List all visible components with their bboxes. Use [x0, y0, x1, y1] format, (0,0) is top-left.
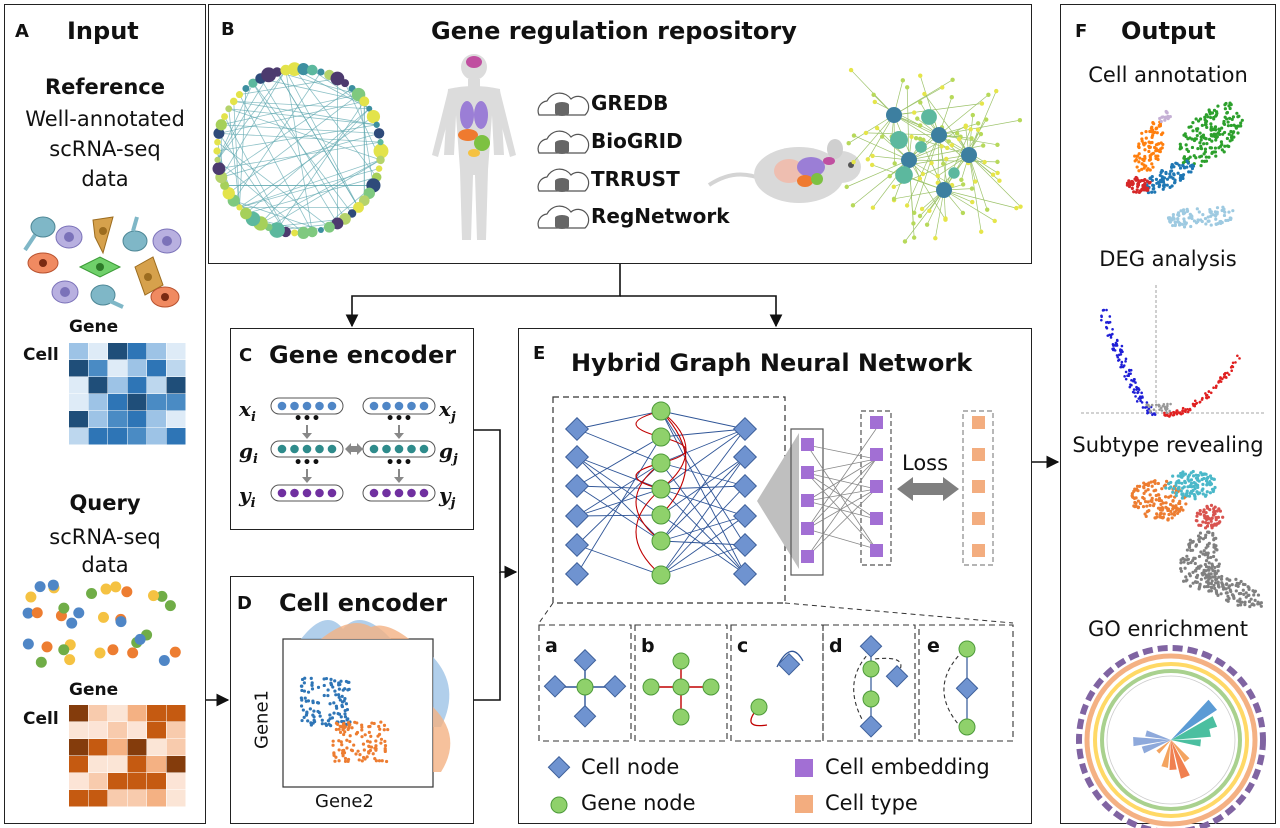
gene-encoder-diagram: ••• ••• ••• ••• — [270, 397, 436, 502]
query-title: Query — [69, 491, 141, 515]
panel-b-title: Gene regulation repository — [431, 17, 797, 45]
db-label-0: GREDB — [591, 91, 669, 115]
panel-f-label: F — [1075, 21, 1088, 42]
cell-label-ref: Cell — [23, 345, 59, 365]
query-desc-1: scRNA-seq — [49, 525, 161, 549]
panel-e-label: E — [533, 343, 546, 364]
legend-cell-type: Cell type — [825, 791, 918, 815]
mouse-icon — [707, 139, 861, 203]
db-label-3: RegNetwork — [591, 204, 730, 228]
y-axis-label: Gene1 — [251, 690, 273, 749]
legend-cell-node: Cell node — [581, 755, 680, 779]
panel-c-label: C — [239, 345, 253, 366]
panel-a-label: A — [15, 21, 29, 42]
panel-c-title: Gene encoder — [269, 341, 457, 369]
legend-cell-embedding: Cell embedding — [825, 755, 990, 779]
reference-heatmap — [69, 343, 186, 445]
label-x-j: xj — [439, 397, 456, 425]
human-body-icon — [432, 54, 516, 240]
database-icons — [537, 92, 590, 229]
output-plots — [1076, 101, 1266, 828]
reference-title: Reference — [44, 75, 166, 99]
sub-label-e: e — [927, 635, 940, 657]
panel-d-label: D — [237, 593, 252, 614]
label-g-i: gi — [239, 439, 258, 467]
gene-label-ref: Gene — [69, 317, 119, 337]
reference-desc-2: scRNA-seq — [49, 137, 161, 161]
x-axis-label: Gene2 — [315, 791, 374, 812]
loss-label: Loss — [902, 451, 949, 475]
cell-cartoons — [23, 216, 182, 309]
db-label-2: TRRUST — [591, 167, 680, 191]
query-heatmap — [69, 705, 186, 807]
svg-text:•••: ••• — [294, 411, 321, 427]
reference-cells-illustration — [23, 216, 182, 309]
svg-text:•••: ••• — [294, 455, 321, 471]
gene-label-query: Gene — [69, 680, 119, 700]
panel-gene-regulation: B Gene regulation repository GREDB BioGR… — [208, 4, 1032, 264]
panel-gene-encoder: C Gene encoder •••••••••••• xi xj gi gj … — [230, 328, 474, 530]
sub-label-b: b — [641, 635, 655, 657]
cell-label-query: Cell — [23, 709, 59, 729]
db-label-1: BioGRID — [591, 129, 683, 153]
panel-cell-encoder: D Cell encoder Gene1 Gene2 — [230, 576, 474, 824]
panel-e-title: Hybrid Graph Neural Network — [571, 349, 973, 377]
output-deg-analysis: DEG analysis — [1099, 247, 1237, 271]
circular-network — [212, 62, 389, 239]
star-network — [844, 67, 1023, 244]
output-go-enrichment: GO enrichment — [1088, 617, 1248, 641]
sub-label-d: d — [829, 635, 843, 657]
label-x-i: xi — [239, 397, 256, 425]
legend-gene-node: Gene node — [581, 791, 696, 815]
label-y-j: yj — [439, 483, 456, 511]
svg-text:•••: ••• — [386, 455, 413, 471]
query-dots — [22, 579, 181, 668]
sub-label-c: c — [737, 635, 749, 657]
reference-desc-1: Well-annotated — [25, 107, 185, 131]
label-y-i: yi — [239, 483, 256, 511]
panel-f-title: Output — [1121, 17, 1216, 45]
label-g-j: gj — [439, 439, 458, 467]
panel-a-title: Input — [67, 17, 139, 45]
panel-input: A Input Reference Well-annotated scRNA-s… — [4, 4, 206, 824]
sub-label-a: a — [545, 635, 558, 657]
panel-hybrid-gnn: E Hybrid Graph Neural Network Loss a b c… — [518, 328, 1032, 824]
output-subtype-revealing: Subtype revealing — [1072, 433, 1264, 457]
panel-b-label: B — [221, 19, 235, 40]
svg-text:•••: ••• — [386, 411, 413, 427]
panel-output: F Output Cell annotation DEG analysis Su… — [1060, 4, 1276, 828]
panel-d-title: Cell encoder — [279, 589, 448, 617]
reference-desc-3: data — [81, 167, 129, 191]
query-desc-2: data — [81, 553, 129, 577]
gnn-diagram — [538, 396, 1014, 814]
output-cell-annotation: Cell annotation — [1088, 63, 1248, 87]
cell-encoder-scatter — [282, 620, 451, 788]
